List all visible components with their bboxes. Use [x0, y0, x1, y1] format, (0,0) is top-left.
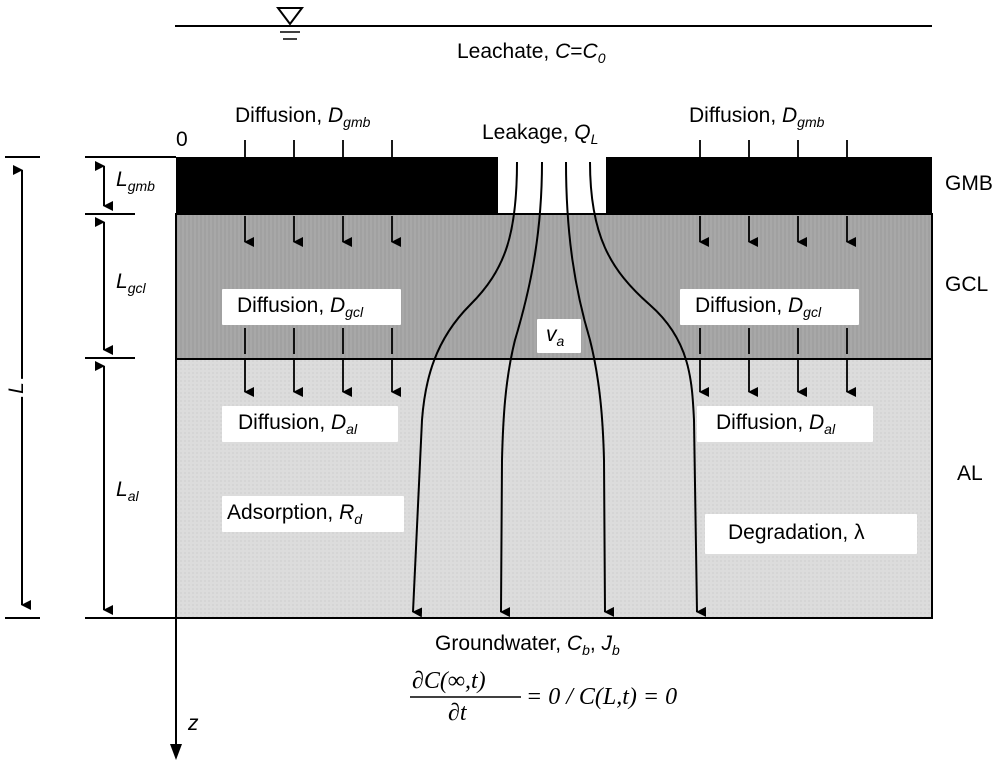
va-label-box: [537, 319, 581, 353]
origin-label: 0: [176, 128, 188, 151]
gcl-layer-label: GCL: [945, 273, 989, 296]
dim-Lal-label: Lal: [116, 478, 139, 505]
al-layer: [175, 357, 933, 619]
diffusion-arrows-gmb-left: [244, 140, 393, 157]
z-axis-arrow: [170, 744, 182, 760]
al-left-diffusion-label: Diffusion, Dal: [238, 411, 358, 438]
diffusion-arrows-gcl-right: [699, 216, 856, 354]
leachate-label: Leachate, C=C0: [457, 40, 606, 67]
gcl-left-label-box: [222, 289, 401, 325]
diffusion-arrows-gmb-right: [699, 140, 848, 157]
boundary-rhs: = 0 / C(L,t) = 0: [526, 684, 678, 710]
water-level-icon: [276, 7, 304, 26]
gcl-right-label-box: [680, 289, 859, 325]
degradation-label-box: [705, 514, 917, 554]
degradation-label: Degradation, λ: [728, 521, 865, 544]
al-layer-label: AL: [957, 462, 983, 485]
gcl-left-diffusion-label: Diffusion, Dgcl: [237, 294, 364, 321]
dim-Lgmb-label: Lgmb: [116, 168, 155, 195]
gcl-right-diffusion-label: Diffusion, Dgcl: [695, 294, 822, 321]
gmb-layer-right: [606, 157, 932, 214]
adsorption-label: Adsorption, Rd: [227, 501, 363, 528]
leakage-label: Leakage, QL: [482, 121, 599, 148]
al-left-label-box: [222, 406, 398, 442]
boundary-numerator: ∂C(∞,t): [412, 668, 486, 694]
boundary-denominator: ∂t: [448, 700, 467, 726]
diffusion-gmb-right-label: Diffusion, Dgmb: [689, 104, 825, 131]
al-right-label-box: [697, 406, 873, 442]
gmb-layer-label: GMB: [945, 172, 993, 195]
al-right-diffusion-label: Diffusion, Dal: [716, 411, 836, 438]
leakage-flow-lines: [412, 161, 707, 618]
dim-L-label: L: [0, 379, 33, 397]
diffusion-arrows-al-right: [699, 360, 856, 397]
groundwater-label: Groundwater, Cb, Jb: [435, 632, 620, 659]
diffusion-gmb-left-label: Diffusion, Dgmb: [235, 104, 371, 131]
gmb-layer-left: [176, 157, 498, 214]
va-label: va: [546, 323, 565, 350]
adsorption-label-box: [222, 496, 404, 532]
z-axis-label: z: [188, 712, 199, 735]
dim-Lgcl-label: Lgcl: [116, 270, 146, 297]
diffusion-arrows-al-left: [244, 360, 401, 397]
diffusion-arrows-gcl-left: [244, 216, 401, 354]
